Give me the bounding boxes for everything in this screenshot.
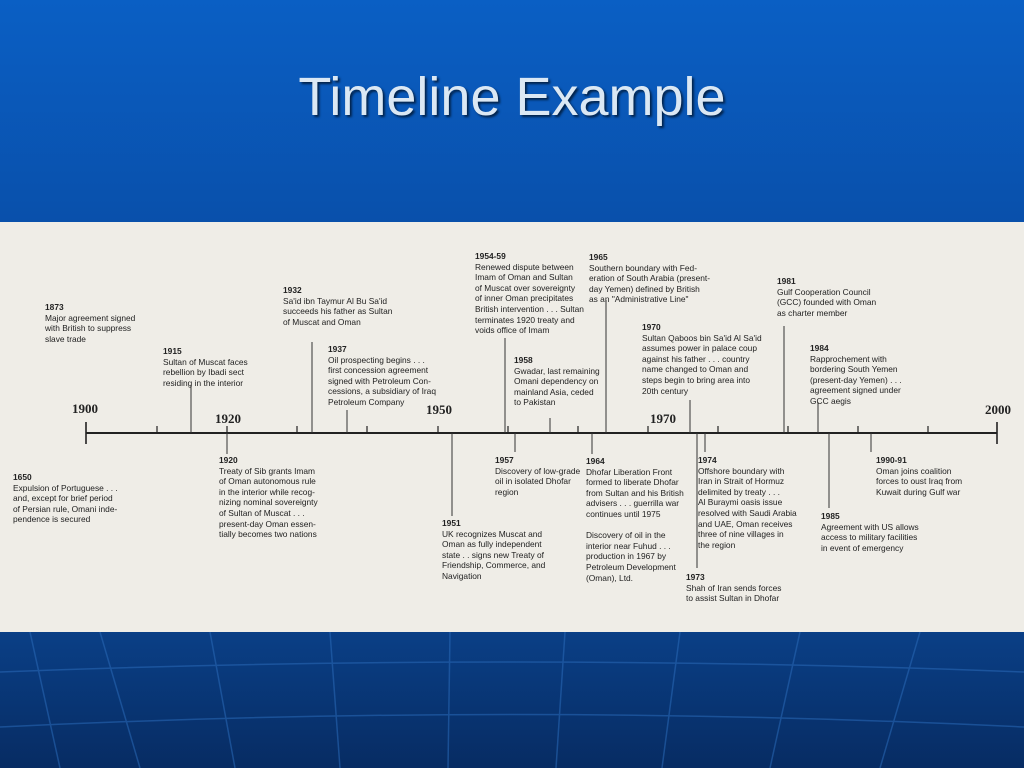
axis-ticks (156, 426, 929, 433)
event-1973: 1973 Shah of Iran sends forces to assist… (686, 572, 781, 604)
event-year: 1985 (821, 511, 840, 521)
event-1981: 1981 Gulf Cooperation Council (GCC) foun… (777, 276, 876, 318)
title-banner: Timeline Example (0, 0, 1024, 222)
event-year: 1990-91 (876, 455, 907, 465)
event-text: Offshore boundary with Iran in Strait of… (698, 465, 797, 550)
event-text: Gwadar, last remaining Omani dependency … (514, 365, 600, 408)
event-1984: 1984 Rapprochement with bordering South … (810, 343, 902, 407)
event-year: 1965 (589, 252, 608, 262)
event-year: 1650 (13, 472, 32, 482)
event-text: Expulsion of Portuguese . . . and, excep… (13, 482, 118, 525)
event-1957: 1957 Discovery of low-grade oil in isola… (495, 455, 580, 497)
timeline-axis (85, 300, 998, 568)
event-text: Gulf Cooperation Council (GCC) founded w… (777, 286, 877, 318)
footer-background (0, 632, 1024, 768)
event-1873: 1873 Major agreement signed with British… (45, 302, 135, 344)
event-text: Southern boundary with Fed- eration of S… (589, 262, 711, 305)
event-year: 1920 (219, 455, 238, 465)
event-connectors (190, 300, 872, 568)
event-year: 1958 (514, 355, 533, 365)
event-text: UK recognizes Muscat and Oman as fully i… (442, 528, 546, 581)
event-1985: 1985 Agreement with US allows access to … (821, 511, 919, 553)
timeline-image: 1900 1920 1950 1970 2000 1873 Major agre… (0, 222, 1024, 632)
event-1974: 1974 Offshore boundary with Iran in Stra… (698, 455, 797, 550)
event-year: 1873 (45, 302, 64, 312)
slide-title: Timeline Example (298, 67, 726, 127)
event-text: Treaty of Sib grants Imam of Oman autono… (219, 465, 318, 540)
event-1954-59: 1954-59 Renewed dispute between Imam of … (475, 251, 584, 336)
event-year: 1984 (810, 343, 829, 353)
event-1970: 1970 Sultan Qaboos bin Sa'id Al Sa'id as… (642, 322, 762, 396)
event-text: Sa'id ibn Taymur Al Bu Sa'id succeeds hi… (283, 295, 393, 327)
event-1650: 1650 Expulsion of Portuguese . . . and, … (13, 472, 118, 525)
footer-grid-pattern (0, 632, 1024, 768)
event-year: 1957 (495, 455, 514, 465)
axis-label-2000: 2000 (985, 402, 1011, 417)
event-year: 1964 (586, 456, 605, 466)
event-text: Dhofar Liberation Front formed to libera… (586, 466, 684, 583)
event-1920: 1920 Treaty of Sib grants Imam of Oman a… (219, 455, 318, 540)
event-1951: 1951 UK recognizes Muscat and Oman as fu… (442, 518, 545, 582)
event-1932: 1932 Sa'id ibn Taymur Al Bu Sa'id succee… (283, 285, 392, 327)
event-year: 1970 (642, 322, 661, 332)
event-year: 1915 (163, 346, 182, 356)
event-year: 1954-59 (475, 251, 506, 261)
event-year: 1937 (328, 344, 347, 354)
axis-label-1950: 1950 (426, 402, 452, 417)
event-text: Discovery of low-grade oil in isolated D… (495, 465, 581, 497)
event-year: 1974 (698, 455, 717, 465)
event-1964: 1964 Dhofar Liberation Front formed to l… (586, 456, 684, 583)
event-text: Sultan of Muscat faces rebellion by Ibad… (163, 356, 248, 388)
event-text: Rapprochement with bordering South Yemen… (810, 353, 902, 406)
event-text: Sultan Qaboos bin Sa'id Al Sa'id assumes… (642, 332, 762, 396)
event-text: Oman joins coalition forces to oust Iraq… (876, 465, 963, 497)
event-year: 1932 (283, 285, 302, 295)
event-text: Agreement with US allows access to milit… (821, 521, 919, 553)
event-text: Major agreement signed with British to s… (45, 312, 136, 344)
event-1958: 1958 Gwadar, last remaining Omani depend… (514, 355, 600, 408)
event-text: Shah of Iran sends forces to assist Sult… (686, 582, 782, 604)
event-text: Oil prospecting begins . . . first conce… (328, 354, 436, 407)
axis-label-1920: 1920 (215, 411, 241, 426)
event-1915: 1915 Sultan of Muscat faces rebellion by… (163, 346, 248, 388)
event-year: 1981 (777, 276, 796, 286)
axis-label-1970: 1970 (650, 411, 676, 426)
event-text: Renewed dispute between Imam of Oman and… (475, 261, 584, 336)
event-year: 1973 (686, 572, 705, 582)
event-year: 1951 (442, 518, 461, 528)
event-1937: 1937 Oil prospecting begins . . . first … (328, 344, 436, 408)
event-1990-91: 1990-91 Oman joins coalition forces to o… (876, 455, 962, 497)
axis-label-1900: 1900 (72, 401, 98, 416)
event-1965: 1965 Southern boundary with Fed- eration… (589, 252, 710, 305)
